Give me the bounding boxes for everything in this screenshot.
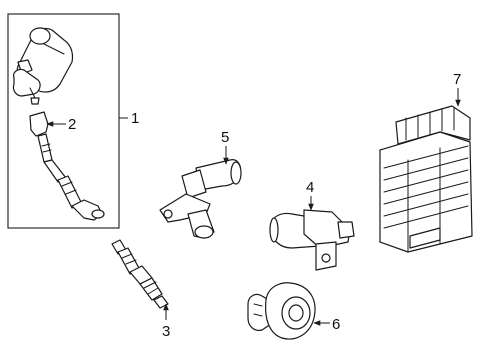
callout-6: 6 <box>332 316 340 333</box>
crankshaft-position-sensor[interactable] <box>269 209 355 271</box>
spark-plug[interactable] <box>111 239 169 309</box>
callout-5: 5 <box>221 129 229 146</box>
coil-boot[interactable] <box>29 111 105 221</box>
callout-4: 4 <box>306 179 314 196</box>
group-frame-1 <box>7 13 120 229</box>
callout-2: 2 <box>68 116 76 133</box>
callout-7: 7 <box>453 71 461 88</box>
ignition-coil[interactable] <box>12 27 74 105</box>
camshaft-position-sensor[interactable] <box>159 159 242 239</box>
engine-control-module[interactable] <box>379 105 473 253</box>
callout-1: 1 <box>131 110 139 127</box>
callout-3: 3 <box>162 323 170 340</box>
knock-sensor[interactable] <box>247 282 316 340</box>
